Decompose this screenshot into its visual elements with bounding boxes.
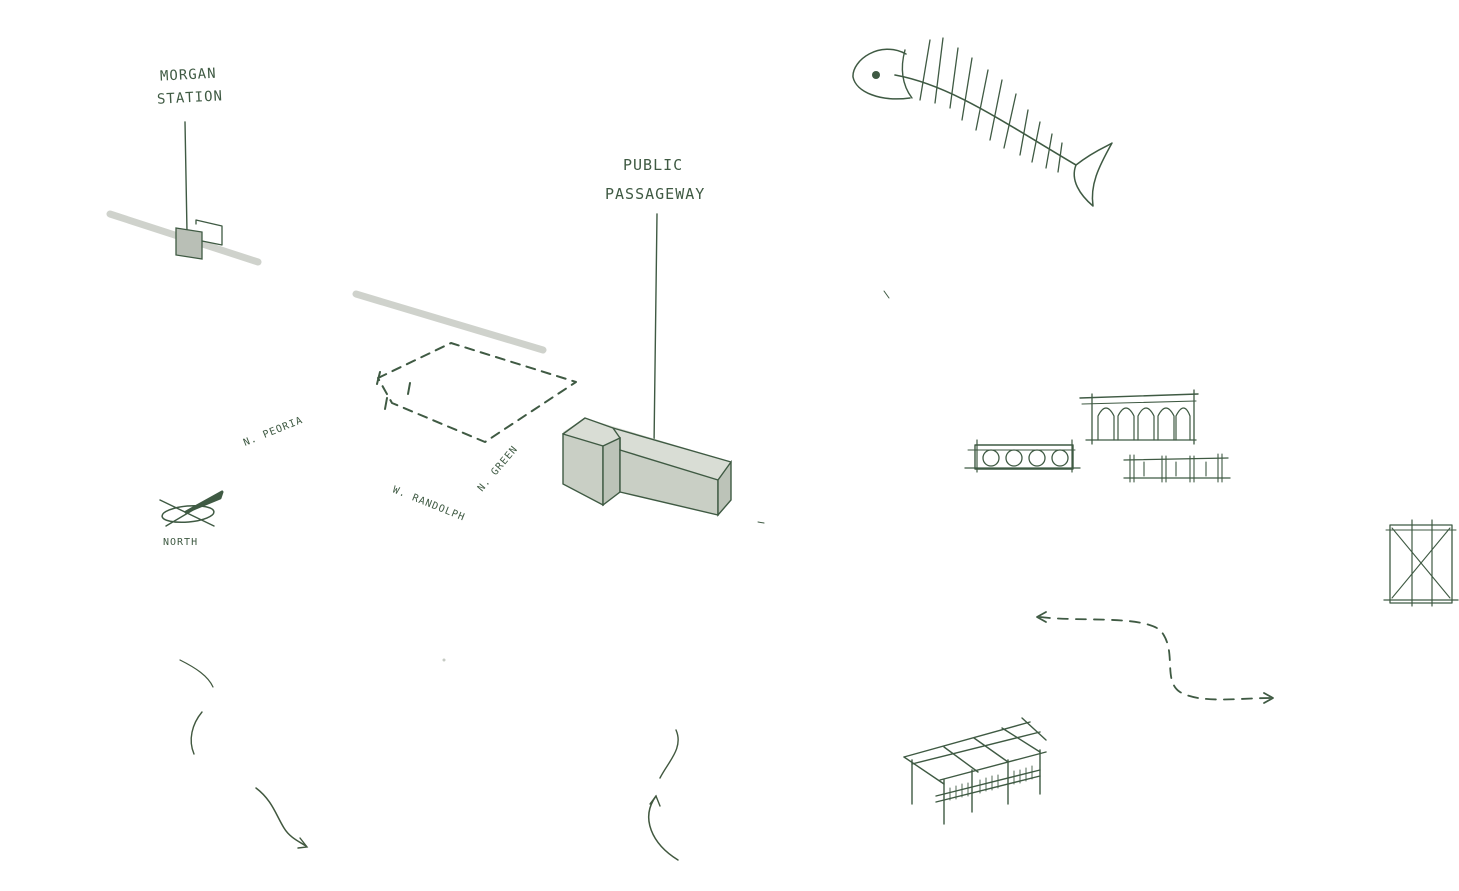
fish-skeleton-sketch	[852, 37, 1113, 207]
public-passageway-label-line1: PUBLIC	[623, 156, 683, 174]
facade-elevation-arches	[1079, 389, 1199, 445]
arrowhead-right-icon	[1263, 692, 1274, 704]
public-passageway-label-line2: PASSAGEWAY	[605, 185, 705, 203]
gesture-curves	[179, 659, 679, 861]
el-track-right	[352, 290, 547, 354]
facade-elevation-crossbrace	[1383, 519, 1459, 607]
morgan-station-label-line1: MORGAN	[160, 66, 217, 85]
morgan-station-leader-line	[184, 121, 188, 233]
arrowhead-left-icon	[1036, 611, 1047, 623]
facade-elevation-circles	[964, 439, 1081, 473]
site-dashed-boundary	[376, 342, 577, 443]
facade-elevation-grid	[1123, 453, 1231, 483]
fish-eye-icon	[872, 71, 880, 79]
north-arrow: NORTH	[159, 490, 224, 548]
public-passageway-leader-line	[653, 213, 658, 447]
pergola-canopy-sketch	[903, 717, 1047, 825]
street-label-n-peoria: N. PEORIA	[242, 415, 305, 449]
morgan-station-box	[175, 219, 223, 260]
curve-arrowhead-up-icon	[649, 794, 661, 807]
street-label-w-randolph: W. RANDOLPH	[391, 485, 467, 524]
north-label: NORTH	[163, 537, 198, 548]
street-label-n-green: N. GREEN	[476, 444, 521, 494]
dashed-path-arrow	[1036, 611, 1274, 704]
public-passageway-callout: PUBLIC PASSAGEWAY	[605, 156, 705, 447]
curve-arrowhead-icon	[297, 837, 309, 849]
building-massing-block	[562, 417, 732, 517]
morgan-station-label-line2: STATION	[157, 88, 224, 107]
morgan-station-callout: MORGAN STATION	[157, 66, 224, 233]
